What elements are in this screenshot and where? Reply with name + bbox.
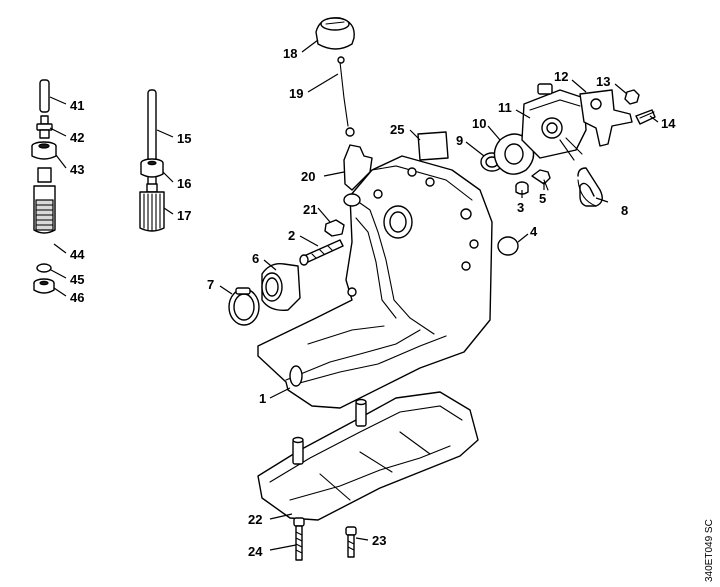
part-23-screw <box>345 526 357 558</box>
callout-42: 42 <box>70 130 84 145</box>
callout-19: 19 <box>289 86 303 101</box>
part-21-nut <box>324 219 345 237</box>
callout-45: 45 <box>70 272 84 287</box>
callout-25: 25 <box>390 122 404 137</box>
part-25-label <box>417 131 449 161</box>
callout-46: 46 <box>70 290 84 305</box>
callout-4: 4 <box>530 224 538 239</box>
callout-21: 21 <box>303 202 317 217</box>
callout-22: 22 <box>248 512 262 527</box>
part-11-carburetor <box>521 83 587 161</box>
part-1-tank-housing <box>257 155 493 409</box>
part-17-filter <box>139 183 165 232</box>
part-43-grommet <box>31 141 57 160</box>
callout-1: 1 <box>259 391 266 406</box>
part-41-hose <box>39 79 50 113</box>
part-24-screw <box>293 517 305 561</box>
callout-6: 6 <box>252 251 259 266</box>
callout-7: 7 <box>207 277 214 292</box>
callout-2: 2 <box>288 228 295 243</box>
part-8-impulse-hose <box>577 167 603 207</box>
callout-8: 8 <box>621 203 628 218</box>
callout-20: 20 <box>301 169 315 184</box>
part-13-nut <box>624 89 640 105</box>
callout-44: 44 <box>70 247 85 262</box>
callout-5: 5 <box>539 191 546 206</box>
part-16-grommet <box>140 158 164 178</box>
callout-3: 3 <box>517 200 524 215</box>
leader-lines <box>49 39 659 551</box>
part-4-plug <box>497 236 519 256</box>
part-20-bracket <box>343 144 373 191</box>
callout-43: 43 <box>70 162 84 177</box>
callout-18: 18 <box>283 46 297 61</box>
callout-17: 17 <box>177 208 191 223</box>
part-42-fitting <box>36 115 53 139</box>
callout-15: 15 <box>177 131 191 146</box>
callout-16: 16 <box>177 176 191 191</box>
part-14-screw <box>635 109 656 125</box>
callout-labels: 41 42 43 44 45 46 15 16 17 18 19 20 21 2… <box>70 46 676 559</box>
part-18-tank-cap <box>315 17 355 50</box>
callout-12: 12 <box>554 69 568 84</box>
callout-14: 14 <box>661 116 676 131</box>
part-12-plate <box>579 89 633 147</box>
callout-9: 9 <box>456 133 463 148</box>
reference-code: 340ET049 SC <box>704 519 715 582</box>
callout-41: 41 <box>70 98 84 113</box>
part-6-intake-flange <box>261 263 301 311</box>
callout-10: 10 <box>472 116 486 131</box>
callout-13: 13 <box>596 74 610 89</box>
part-7-clamp <box>228 287 260 326</box>
part-10-gasket <box>493 133 535 175</box>
callout-24: 24 <box>248 544 263 559</box>
part-2-bolt <box>299 239 344 266</box>
part-44-filter <box>33 167 56 234</box>
part-46-nut <box>33 278 55 294</box>
part-45-washer <box>36 263 52 273</box>
part-19-retainer-cord <box>337 56 355 137</box>
callout-23: 23 <box>372 533 386 548</box>
callout-11: 11 <box>498 100 512 115</box>
part-5-screw <box>531 169 551 191</box>
part-22-bottom-plate <box>257 391 479 521</box>
